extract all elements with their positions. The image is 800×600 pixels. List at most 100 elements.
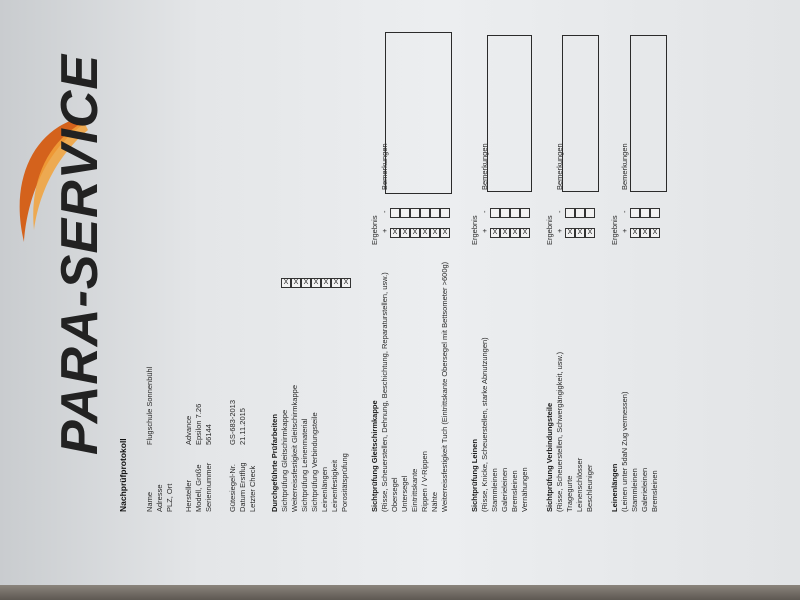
section-item: Stammleinen <box>490 468 499 512</box>
performed-item: Porositätsprüfung <box>340 453 349 512</box>
section-heading: Sichtprüfung Verbindungsteile <box>545 402 554 512</box>
section-item: Bremsleinen <box>650 470 659 512</box>
section-item: Weiterreissfestigkeit Tuch (Eintrittskan… <box>440 261 449 512</box>
document-title: Nachprüfprotokoll <box>118 438 128 512</box>
result-plus-checkbox[interactable]: X <box>420 228 430 238</box>
result-header: Ergebnis <box>370 215 379 245</box>
minus-label: - <box>620 210 629 214</box>
result-plus-checkbox[interactable]: X <box>390 228 400 238</box>
performed-checkbox[interactable]: X <box>321 278 331 288</box>
remarks-box[interactable] <box>385 32 452 194</box>
section-item: Galerieleinen <box>640 467 649 512</box>
section-item: Tragegurte <box>565 475 574 512</box>
remarks-box[interactable] <box>562 35 599 192</box>
field-value-hersteller: Advance <box>184 415 193 445</box>
performed-item: Sichtprüfung Leinenmaterial <box>300 418 309 512</box>
performed-checkbox[interactable]: X <box>331 278 341 288</box>
section-item: Galerieleinen <box>500 467 509 512</box>
table-surface <box>0 585 800 600</box>
performed-heading: Durchgeführte Prüfarbeiten <box>270 414 279 512</box>
field-value-seriennummer: 56144 <box>204 424 213 445</box>
field-label-modell: Modell, Größe <box>194 464 203 512</box>
performed-item: Leinenlängen <box>320 466 329 512</box>
plus-label: + <box>380 228 389 233</box>
field-label-name: Name <box>145 491 154 512</box>
plus-label: + <box>555 228 564 233</box>
document-page: PARA-SERVICE Nachprüfprotokoll Name Adre… <box>0 0 800 585</box>
performed-checkbox[interactable]: X <box>301 278 311 288</box>
performed-checkbox[interactable]: X <box>311 278 321 288</box>
plus-label: + <box>620 228 629 233</box>
paraglider-swoosh-logo <box>19 118 88 242</box>
result-plus-checkbox[interactable]: X <box>500 228 510 238</box>
result-minus-checkbox[interactable] <box>400 208 410 218</box>
result-minus-checkbox[interactable] <box>390 208 400 218</box>
performed-item: Leinenfestigkeit <box>330 459 339 512</box>
result-plus-checkbox[interactable]: X <box>400 228 410 238</box>
performed-checkbox[interactable]: X <box>281 278 291 288</box>
result-plus-checkbox[interactable]: X <box>490 228 500 238</box>
result-minus-checkbox[interactable] <box>630 208 640 218</box>
result-plus-checkbox[interactable]: X <box>585 228 595 238</box>
result-plus-checkbox[interactable]: X <box>510 228 520 238</box>
section-heading: Sichtprüfung Gleitschirmkappe <box>370 400 379 512</box>
plus-label: + <box>480 228 489 233</box>
remarks-label: Bemerkungen <box>620 143 629 190</box>
field-value-modell: Epsilon 7.26 <box>194 403 203 445</box>
result-header: Ergebnis <box>470 215 479 245</box>
section-item: Stammleinen <box>630 468 639 512</box>
field-label-plz: PLZ, Ort <box>165 483 174 512</box>
section-item: Beschleuniger <box>585 464 594 512</box>
result-minus-checkbox[interactable] <box>650 208 660 218</box>
result-minus-checkbox[interactable] <box>510 208 520 218</box>
section-item: Leinenschlösser <box>575 457 584 512</box>
result-plus-checkbox[interactable]: X <box>640 228 650 238</box>
section-item: Eintrittskante <box>410 468 419 512</box>
result-plus-checkbox[interactable]: X <box>650 228 660 238</box>
result-minus-checkbox[interactable] <box>430 208 440 218</box>
performed-item: Weiterreissfestigkeit Gleitschirmkappe <box>290 385 299 512</box>
result-plus-checkbox[interactable]: X <box>410 228 420 238</box>
performed-item: Sichtprüfung Verbindungsteile <box>310 412 319 512</box>
performed-item: Sichtprüfung Gleitschirmkappe <box>280 409 289 512</box>
field-label-hersteller: Hersteller <box>184 479 193 512</box>
field-value-guetesiegel: GS-683-2013 <box>228 399 237 445</box>
result-plus-checkbox[interactable]: X <box>430 228 440 238</box>
result-plus-checkbox[interactable]: X <box>440 228 450 238</box>
section-heading: Sichtprüfung Leinen <box>470 439 479 512</box>
result-minus-checkbox[interactable] <box>420 208 430 218</box>
result-minus-checkbox[interactable] <box>575 208 585 218</box>
remarks-box[interactable] <box>487 35 532 192</box>
section-item: Obersegel <box>390 477 399 512</box>
field-label-seriennummer: Seriennummer <box>204 462 213 512</box>
field-label-adresse: Adresse <box>155 484 164 512</box>
section-subtitle: (Leinen unter 5daN Zug vermessen) <box>620 391 629 512</box>
section-item: Bremsleinen <box>510 470 519 512</box>
result-minus-checkbox[interactable] <box>640 208 650 218</box>
section-subtitle: (Risse, Scheuerstellen, Schwergängigkeit… <box>555 351 564 512</box>
result-plus-checkbox[interactable]: X <box>575 228 585 238</box>
brand-wordmark: PARA-SERVICE <box>51 53 109 455</box>
field-label-guetesiegel: Gütesiegel-Nr. <box>228 464 237 512</box>
result-minus-checkbox[interactable] <box>440 208 450 218</box>
minus-label: - <box>380 210 389 214</box>
result-minus-checkbox[interactable] <box>410 208 420 218</box>
performed-checkbox[interactable]: X <box>291 278 301 288</box>
field-label-letzter-check: Letzter Check <box>248 465 257 512</box>
result-plus-checkbox[interactable]: X <box>630 228 640 238</box>
result-plus-checkbox[interactable]: X <box>565 228 575 238</box>
field-value-name: Flugschule Sonnenbühl <box>145 366 154 445</box>
result-minus-checkbox[interactable] <box>565 208 575 218</box>
field-value-erstflug: 21.11.2015 <box>238 408 247 445</box>
performed-checkbox[interactable]: X <box>341 278 351 288</box>
result-minus-checkbox[interactable] <box>490 208 500 218</box>
section-item: Vernähungen <box>520 467 529 512</box>
result-minus-checkbox[interactable] <box>585 208 595 218</box>
result-minus-checkbox[interactable] <box>520 208 530 218</box>
result-plus-checkbox[interactable]: X <box>520 228 530 238</box>
result-minus-checkbox[interactable] <box>500 208 510 218</box>
section-item: Nähte <box>430 491 439 512</box>
minus-label: - <box>555 210 564 214</box>
remarks-box[interactable] <box>630 35 667 192</box>
section-subtitle: (Risse, Scheuerstellen, Dehnung, Beschic… <box>380 272 389 512</box>
